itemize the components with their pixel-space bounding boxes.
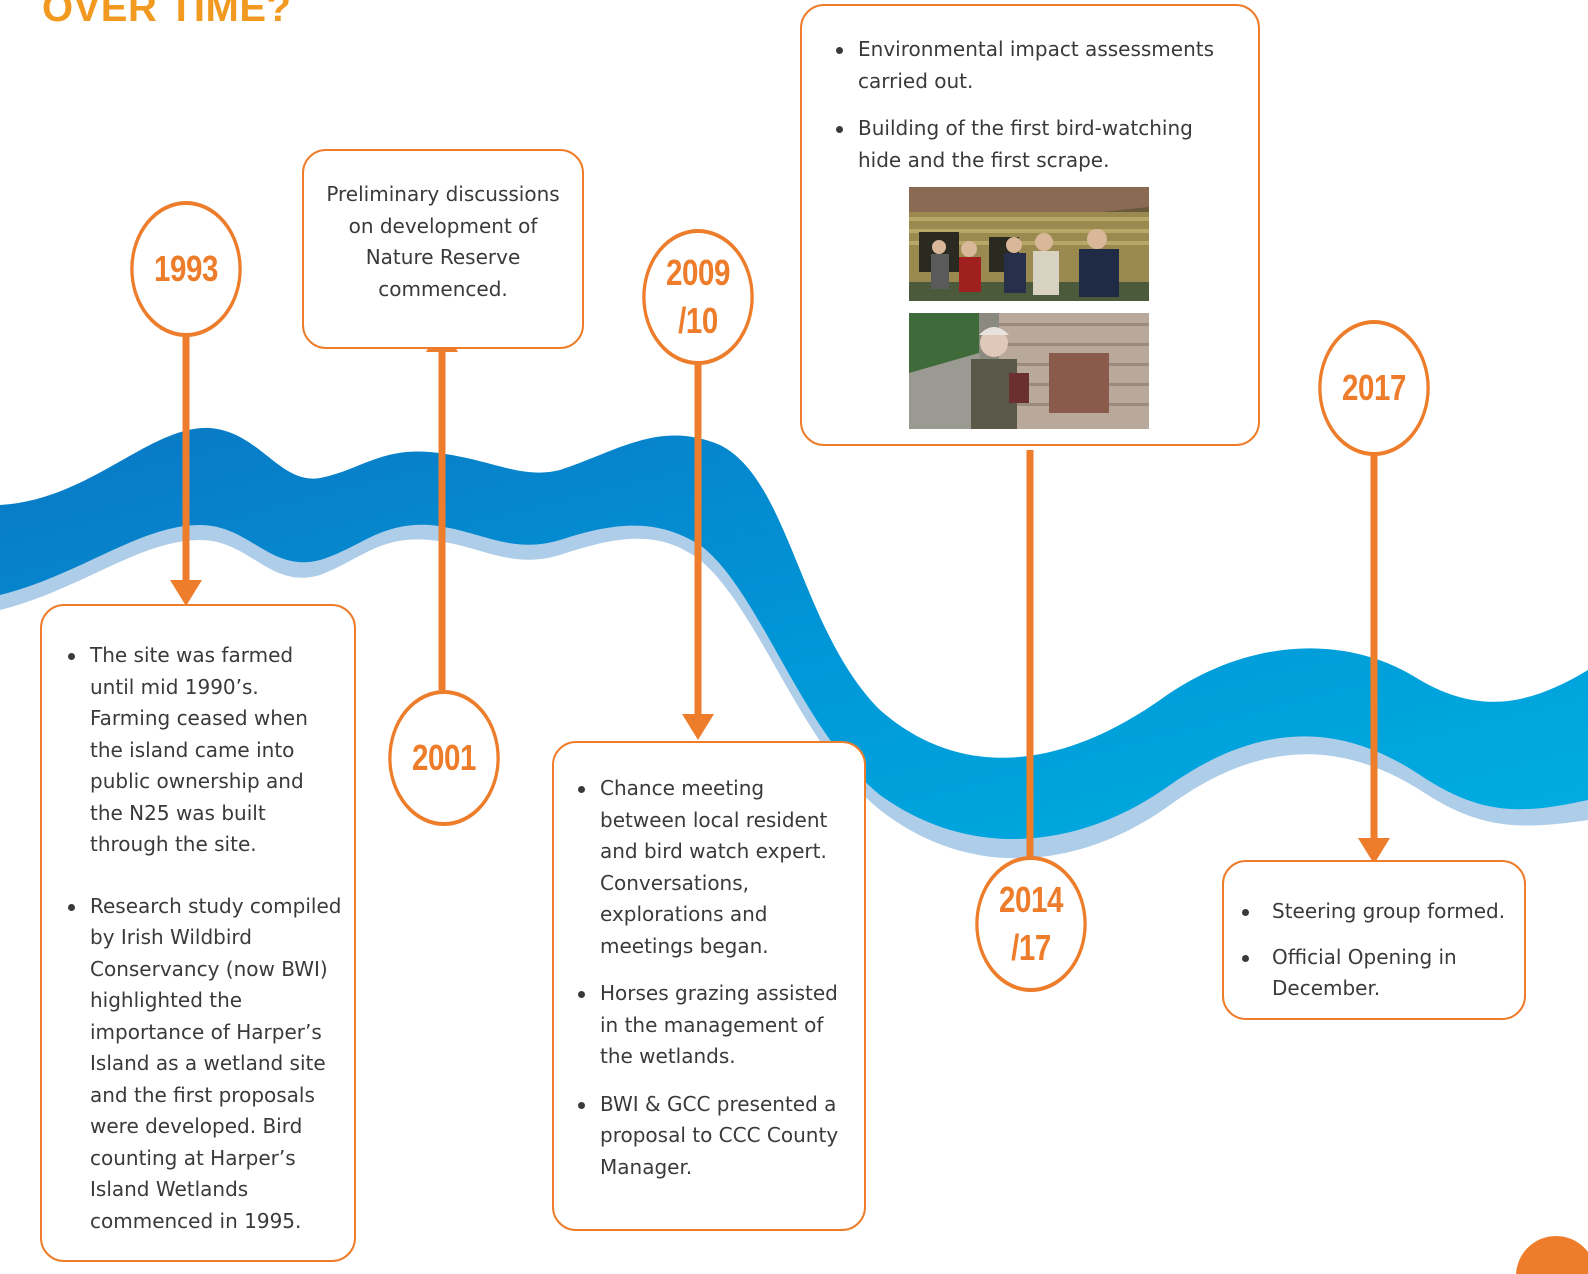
event-2009-item: BWI & GCC presented a proposal to CCC Co… [572,1089,854,1184]
year-bubble-1993: 1993 [130,201,242,337]
photo-hide-construction [909,187,1149,301]
event-box-2017: Steering group formed. Official Opening … [1222,860,1526,1020]
river-band [0,427,1588,840]
corner-decoration [1516,1236,1588,1274]
event-2009-item: Chance meeting between local resident an… [572,773,854,962]
year-bubble-2014-17: 2014/17 [975,856,1087,992]
event-1993-item: Research study compiled by Irish Wildbir… [62,891,342,1238]
event-2009-item: Horses grazing assisted in the managemen… [572,978,854,1073]
event-box-1993: The site was farmed until mid 1990’s. Fa… [40,604,356,1262]
event-2014-item: Building of the first bird-watching hide… [830,113,1240,176]
year-bubble-2001: 2001 [388,690,500,826]
event-2001-text: Preliminary discussions on development o… [326,182,560,301]
photo-volunteer-painting [909,313,1149,429]
page-title: OVER TIME? [42,0,292,30]
event-2017-item: Steering group formed. [1236,896,1518,928]
connector-lines [182,335,1378,858]
year-bubble-2017: 2017 [1318,320,1430,456]
event-2014-item: Environmental impact assessments carried… [830,34,1240,97]
event-box-2009-10: Chance meeting between local resident an… [552,741,866,1231]
event-2017-item: Official Opening in December. [1236,942,1518,1005]
event-1993-item: The site was farmed until mid 1990’s. Fa… [62,640,342,861]
year-bubble-2009-10: 2009/10 [642,229,754,365]
event-box-2001: Preliminary discussions on development o… [302,149,584,349]
